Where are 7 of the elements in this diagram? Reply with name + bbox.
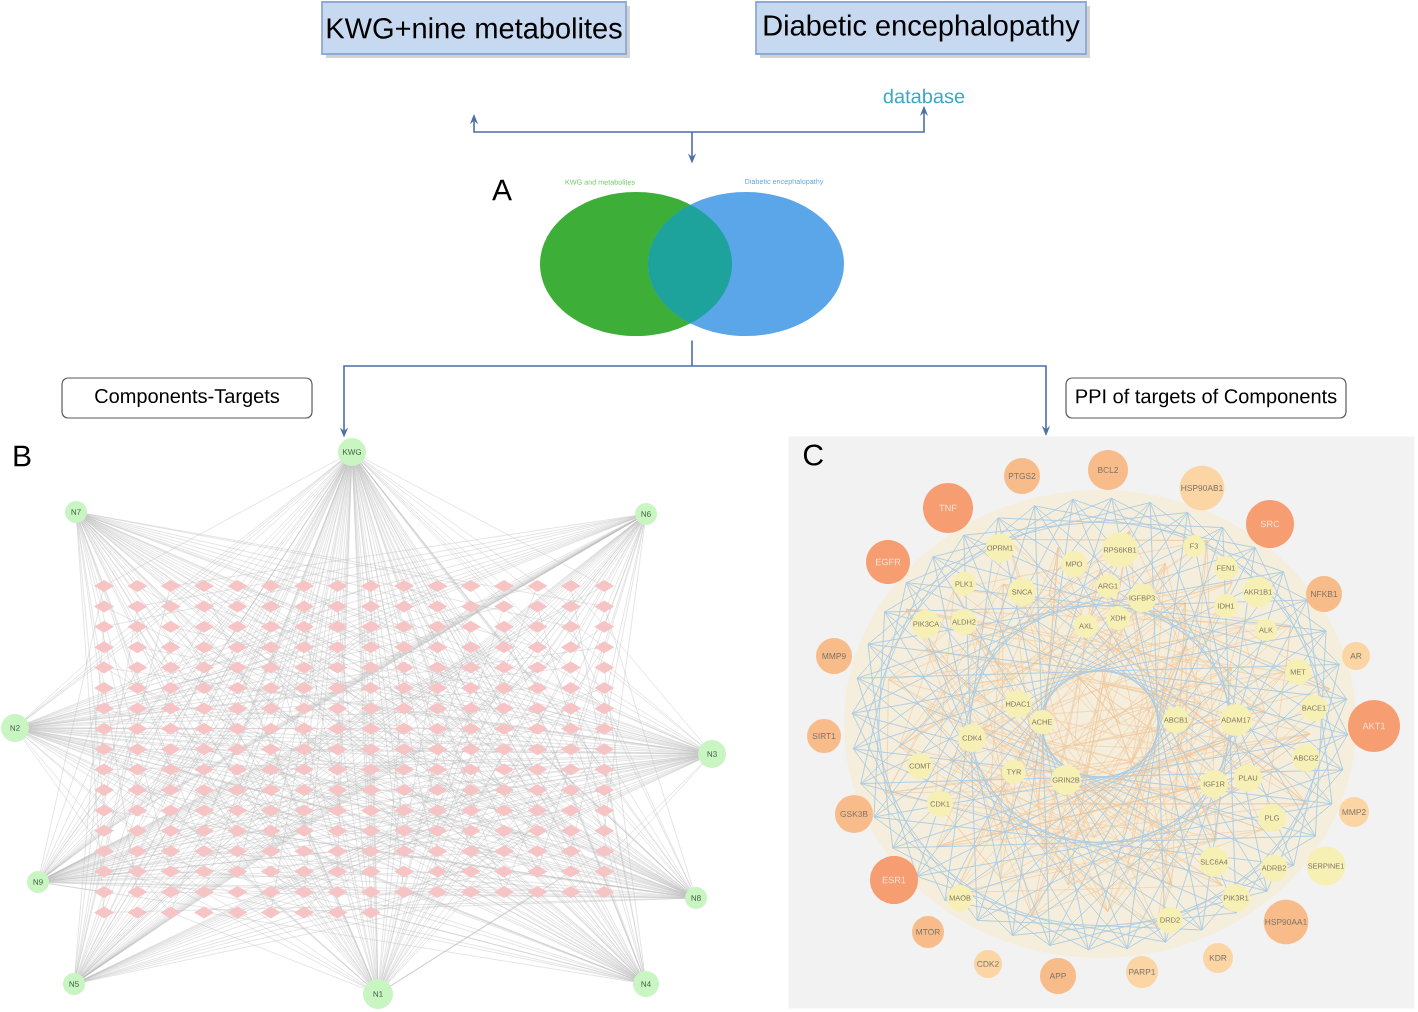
label-box: PPI of targets of Components <box>1065 377 1347 419</box>
panel-letter: B <box>14 445 31 467</box>
label-box: Components-Targets <box>61 377 313 419</box>
title-box: KWG+nine metabolites <box>321 1 630 58</box>
source-label: database <box>883 88 965 104</box>
title-box: Diabetic encephalopathy <box>755 1 1090 58</box>
panel-letter: A <box>492 179 512 201</box>
